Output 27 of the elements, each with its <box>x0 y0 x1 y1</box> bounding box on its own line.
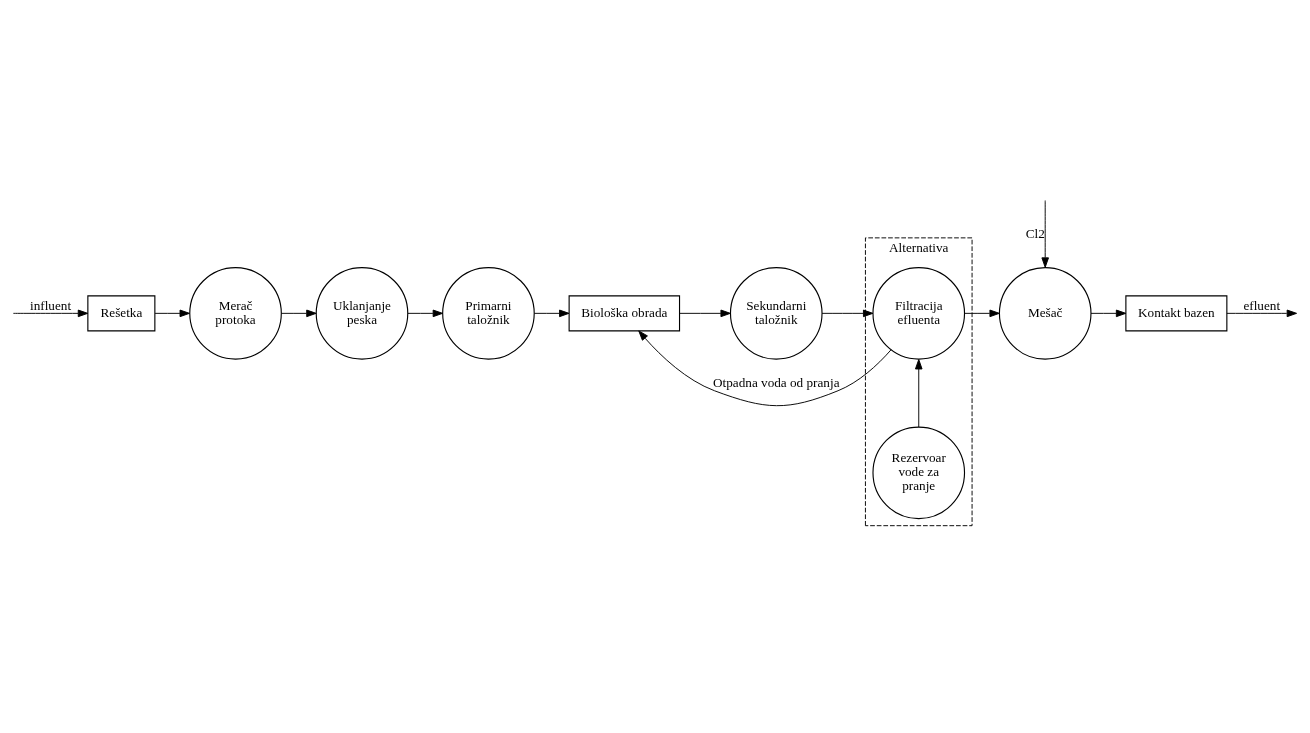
arrow <box>915 359 923 428</box>
node-circle: Merač protoka <box>189 267 282 360</box>
arrow <box>1226 309 1298 318</box>
arrow <box>1090 309 1127 318</box>
node-box: Kontakt bazen <box>1125 295 1228 332</box>
arrow <box>964 309 1000 318</box>
edge-label: influent <box>30 297 72 313</box>
node-circle: Rezervoar vode za pranje <box>872 426 966 520</box>
node-circle: Uklanjanje peska <box>315 267 409 360</box>
node-circle: Sekundarni taložnik <box>729 267 823 360</box>
arrow <box>12 309 89 318</box>
edge-label: Cl2 <box>1025 225 1045 241</box>
node-circle: Mešač <box>998 267 1092 360</box>
edge-label: Otpadna voda od pranja <box>713 375 840 391</box>
arrow <box>407 309 444 318</box>
arrow <box>533 309 570 318</box>
node-box: Biološka obrada <box>568 295 681 332</box>
node-box: Rešetka <box>87 295 156 332</box>
arrow <box>1041 200 1049 268</box>
arrow <box>638 330 892 407</box>
arrow <box>281 309 317 318</box>
node-circle: Primarni taložnik <box>442 267 535 360</box>
edge-label: efluent <box>1243 297 1281 313</box>
arrow <box>679 309 731 318</box>
node-circle: Filtracija efluenta <box>872 267 966 360</box>
arrow <box>154 309 190 318</box>
arrow <box>821 309 874 318</box>
